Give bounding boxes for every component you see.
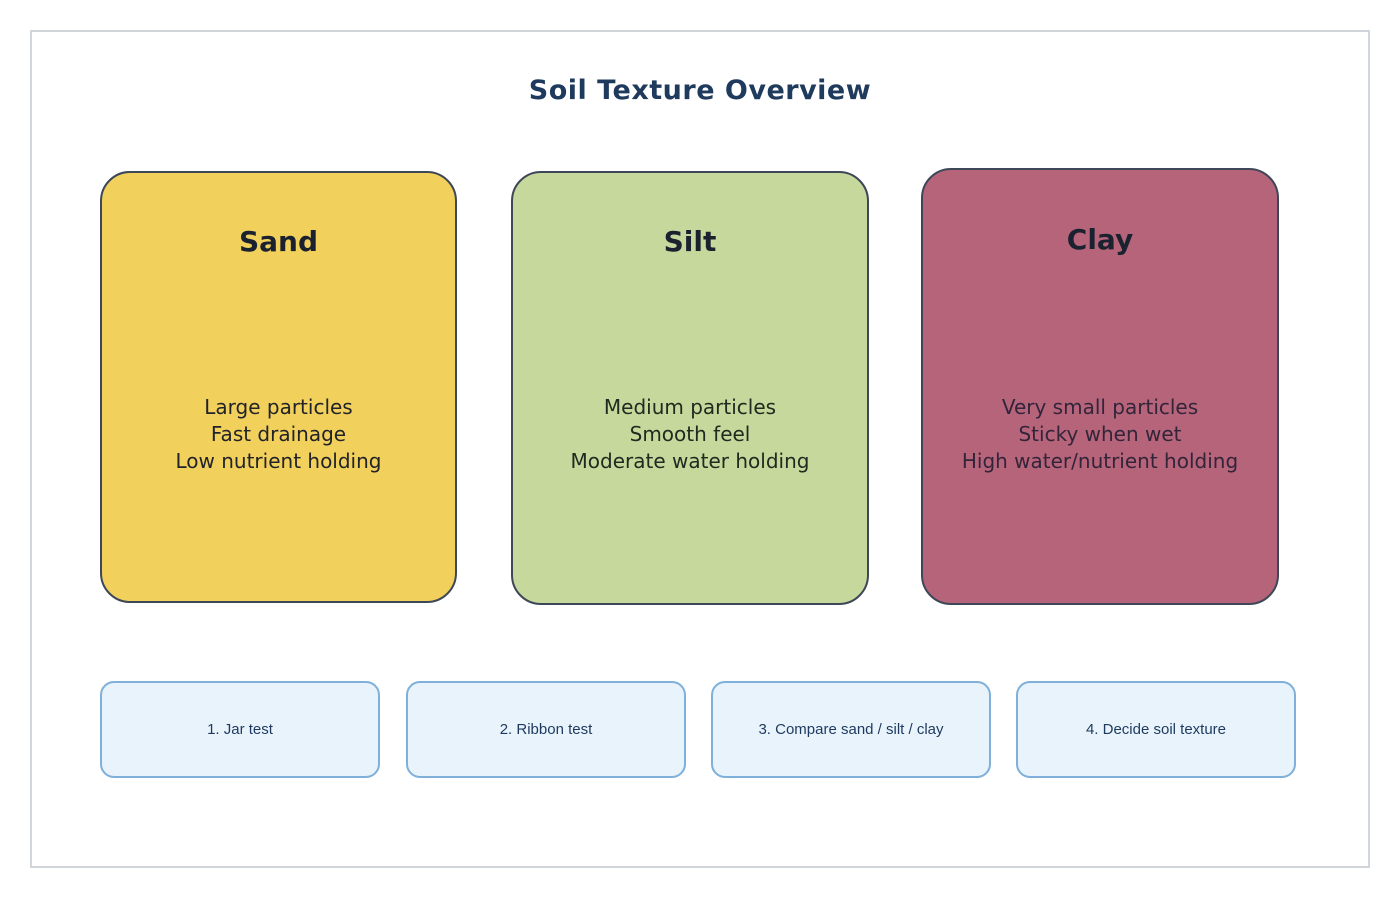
card-clay-line-1: Very small particles — [1001, 395, 1199, 419]
card-sand: Sand Large particles Fast drainage Low n… — [100, 171, 457, 603]
step-compare-label: 3. Compare sand / silt / clay — [758, 721, 944, 738]
page-title: Soil Texture Overview — [528, 75, 872, 106]
card-silt: Silt Medium particles Smooth feel Modera… — [511, 171, 869, 605]
card-sand-line-1: Large particles — [204, 395, 353, 419]
step-jar-test-label: 1. Jar test — [207, 721, 273, 738]
card-sand-title: Sand — [238, 225, 319, 258]
card-clay-title: Clay — [1066, 223, 1134, 256]
card-silt-description: Medium particles Smooth feel Moderate wa… — [513, 394, 867, 475]
step-box-ribbon-test: 2. Ribbon test — [406, 681, 686, 778]
card-sand-line-2: Fast drainage — [210, 422, 347, 446]
step-box-compare: 3. Compare sand / silt / clay — [711, 681, 991, 778]
card-silt-title: Silt — [663, 225, 717, 258]
step-decide-label: 4. Decide soil texture — [1085, 721, 1227, 738]
card-sand-description: Large particles Fast drainage Low nutrie… — [102, 394, 455, 475]
step-box-decide: 4. Decide soil texture — [1016, 681, 1296, 778]
card-silt-line-1: Medium particles — [603, 395, 777, 419]
card-clay: Clay Very small particles Sticky when we… — [921, 168, 1279, 605]
step-box-jar-test: 1. Jar test — [100, 681, 380, 778]
card-clay-line-3: High water/nutrient holding — [961, 449, 1239, 473]
card-silt-line-2: Smooth feel — [629, 422, 751, 446]
step-ribbon-test-label: 2. Ribbon test — [499, 721, 593, 738]
card-silt-line-3: Moderate water holding — [570, 449, 810, 473]
card-clay-line-2: Sticky when wet — [1018, 422, 1182, 446]
card-clay-description: Very small particles Sticky when wet Hig… — [923, 394, 1277, 475]
card-sand-line-3: Low nutrient holding — [175, 449, 382, 473]
